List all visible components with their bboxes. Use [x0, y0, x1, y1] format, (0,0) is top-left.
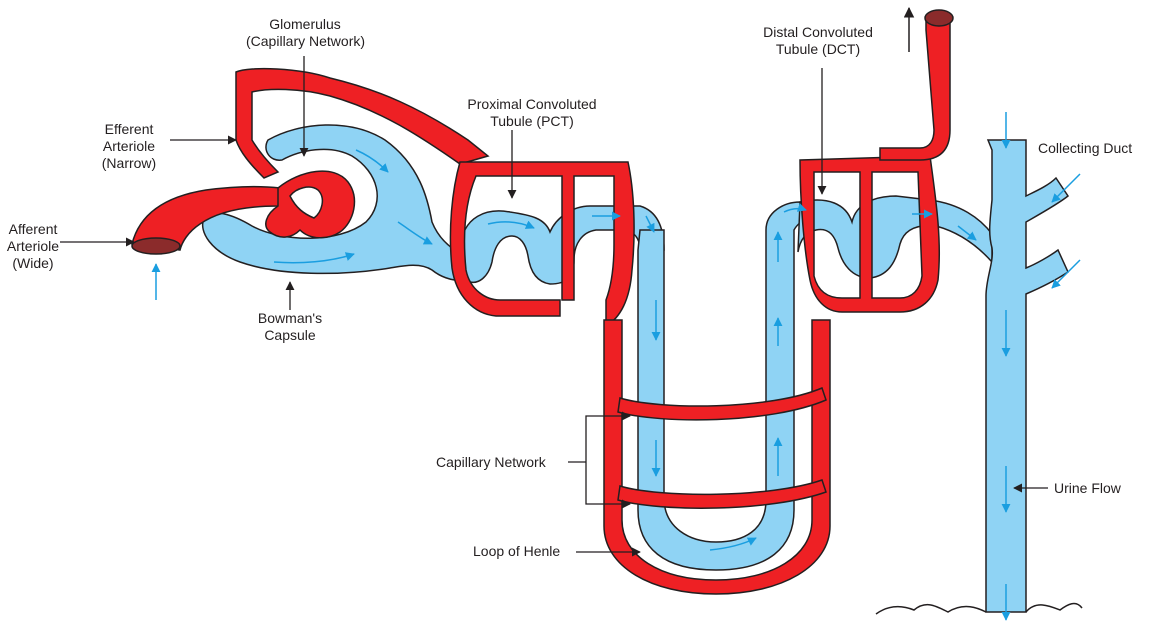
dct-tubule-shape — [798, 196, 992, 278]
loop-of-henle-shape — [638, 202, 820, 570]
label-collecting-duct: Collecting Duct — [1038, 140, 1132, 157]
glomerulus-loops — [266, 171, 355, 238]
label-pct: Proximal Convoluted Tubule (PCT) — [462, 96, 602, 130]
collecting-duct-shape — [986, 140, 1068, 612]
afferent-cut-end — [132, 238, 180, 254]
label-bowmans-capsule: Bowman's Capsule — [250, 310, 330, 344]
label-glomerulus: Glomerulus (Capillary Network) — [246, 16, 364, 50]
dct-capillaries — [800, 156, 939, 312]
vein-cut-end — [925, 10, 953, 26]
label-afferent-arteriole: Afferent Arteriole (Wide) — [4, 221, 62, 272]
label-urine-flow: Urine Flow — [1054, 480, 1121, 497]
bottom-boundary — [876, 604, 1082, 614]
label-dct: Distal Convoluted Tubule (DCT) — [746, 24, 890, 58]
label-efferent-arteriole: Efferent Arteriole (Narrow) — [92, 121, 166, 172]
label-capillary-network: Capillary Network — [436, 454, 546, 471]
label-loop-of-henle: Loop of Henle — [473, 543, 560, 560]
venule-to-top — [880, 20, 950, 160]
